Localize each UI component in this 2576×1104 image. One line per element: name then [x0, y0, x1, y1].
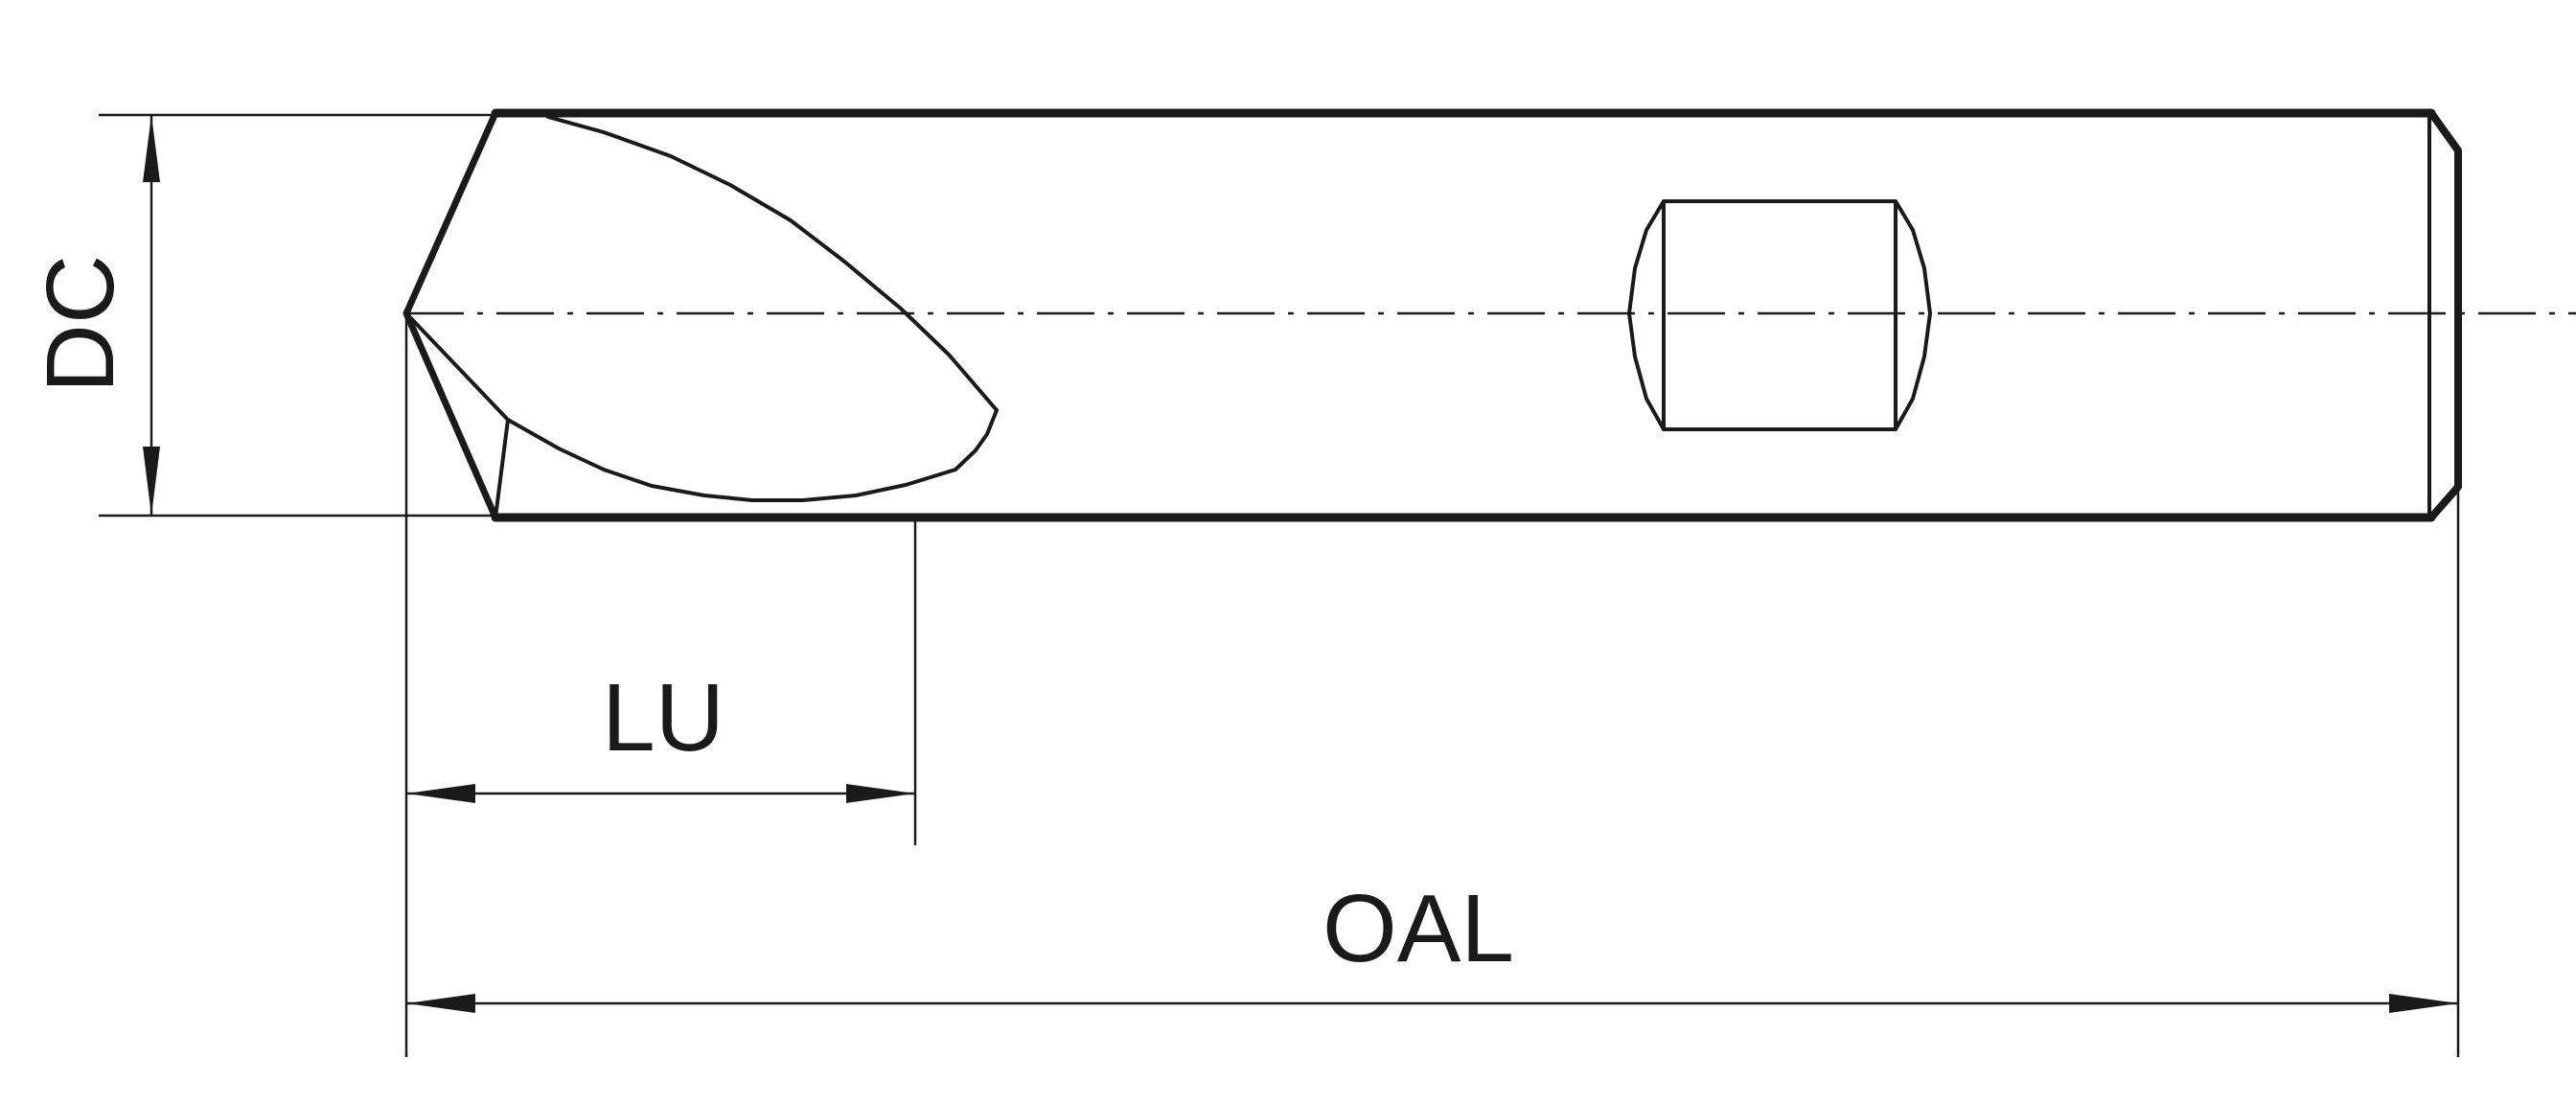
- tool-body: [402, 108, 2462, 522]
- flute-upper-curve: [546, 115, 999, 412]
- oal-right-arrowhead: [2389, 994, 2458, 1013]
- cutting-edge-diagonal: [404, 311, 510, 422]
- extension-lines: [99, 113, 2460, 1057]
- dimension-lines: [150, 115, 2458, 1005]
- lu-label: LU: [602, 664, 724, 771]
- clamping-flat-right-arc: [1894, 199, 1932, 430]
- lu-left-arrowhead: [406, 784, 475, 803]
- flute-lower-curve: [506, 408, 999, 502]
- oal-label: OAL: [1322, 875, 1514, 982]
- oal-left-arrowhead: [406, 994, 475, 1013]
- flute-geometry: [404, 115, 999, 519]
- clamping-flat-rect: [1662, 199, 1898, 431]
- clamping-flat: [1627, 199, 1932, 431]
- point-tip-outline: [402, 109, 499, 521]
- dc-bottom-arrowhead: [143, 447, 160, 516]
- clamping-flat-left-arc: [1627, 199, 1666, 430]
- cutting-edge-vertical: [494, 418, 510, 519]
- lu-right-arrowhead: [846, 784, 915, 803]
- dc-label: DC: [27, 255, 134, 393]
- shank-chamfer-end: [2427, 109, 2462, 521]
- arrowheads: [143, 115, 2458, 1013]
- dc-top-arrowhead: [143, 115, 160, 182]
